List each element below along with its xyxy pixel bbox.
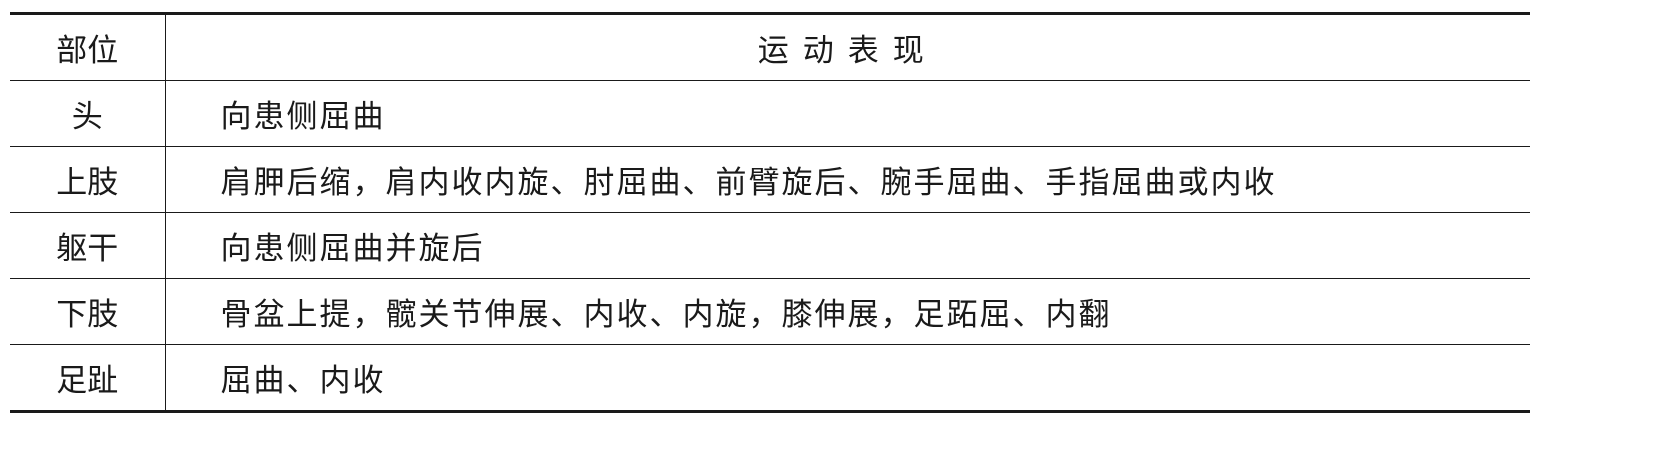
row-movement: 肩胛后缩，肩内收内旋、肘屈曲、前臂旋后、腕手屈曲、手指屈曲或内收 [165,146,1530,213]
row-movement: 向患侧屈曲 [165,80,1530,147]
row-part: 头 [10,80,166,147]
table-row: 上肢 肩胛后缩，肩内收内旋、肘屈曲、前臂旋后、腕手屈曲、手指屈曲或内收 [10,146,1530,213]
row-movement: 屈曲、内收 [165,344,1530,413]
row-movement: 骨盆上提，髋关节伸展、内收、内旋，膝伸展，足跖屈、内翻 [165,278,1530,345]
table-header-row: 部位 运动表现 [10,13,1530,81]
row-part: 躯干 [10,212,166,279]
row-part: 上肢 [10,146,166,213]
header-part: 部位 [10,13,166,81]
table-row: 下肢 骨盆上提，髋关节伸展、内收、内旋，膝伸展，足跖屈、内翻 [10,278,1530,345]
row-movement: 向患侧屈曲并旋后 [165,212,1530,279]
table-row: 躯干 向患侧屈曲并旋后 [10,212,1530,279]
row-part: 足趾 [10,344,166,413]
table-row: 足趾 屈曲、内收 [10,344,1530,413]
header-movement: 运动表现 [165,13,1530,81]
table-row: 头 向患侧屈曲 [10,80,1530,147]
movement-table-container: 部位 运动表现 头 向患侧屈曲 上肢 肩胛后缩，肩内收内旋、肘屈曲、前臂旋后、腕… [10,12,1530,413]
row-part: 下肢 [10,278,166,345]
movement-table: 部位 运动表现 头 向患侧屈曲 上肢 肩胛后缩，肩内收内旋、肘屈曲、前臂旋后、腕… [10,12,1530,413]
